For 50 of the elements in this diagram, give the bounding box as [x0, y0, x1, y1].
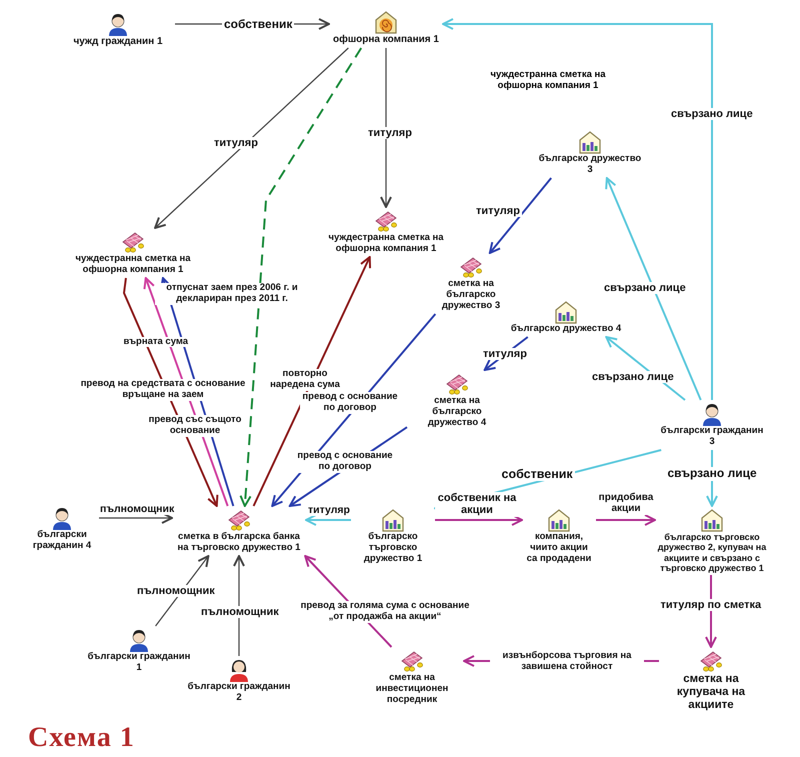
edge-label: пълномощник [98, 503, 176, 516]
arrow [154, 48, 349, 229]
edge-label: титуляр по сметка [658, 598, 764, 612]
edge-label: свързано лице [666, 467, 759, 481]
node-label: сметка на инвестиционен посредник [374, 673, 450, 706]
arrow [380, 48, 392, 208]
node-label: българско търговско дружество 2, купувач на акциите и свързано с търговско дружество 1 [657, 532, 767, 574]
node-label: сметка на българско дружество 3 [440, 279, 502, 312]
node-label: българско дружество 3 [538, 154, 642, 176]
edge-label: титуляр [212, 136, 260, 150]
edge-label: пълномощник [199, 606, 281, 618]
node-label: сметка в българска банка на търговско дружество 1 [176, 532, 302, 554]
node-label: български гражданин 1 [86, 652, 192, 674]
edge-label: собственик на акции [435, 492, 519, 517]
edge-label: свързано лице [602, 282, 688, 294]
edge-label: свързано лице [669, 108, 755, 120]
arrow [252, 256, 372, 506]
node-label: чужд гражданин 1 [73, 36, 163, 48]
arrow [435, 514, 523, 526]
edge-label: превод на средствата с основание връщане на заем [78, 379, 248, 401]
edge-label: превод с основание по договор [300, 392, 400, 414]
arrow [240, 47, 362, 507]
edge-label: титуляр [481, 348, 529, 360]
edge-label: върната сума [122, 336, 190, 348]
node-label: български гражданин 2 [186, 682, 292, 704]
node-label: компания, чиито акции са продадени [526, 532, 592, 565]
node-label: чуждестранна сметка на офшорна компания 1 [327, 233, 445, 255]
node-label: български гражданин 4 [32, 530, 92, 552]
node-label: офшорна компания 1 [332, 34, 439, 46]
arrow [305, 514, 351, 526]
arrow [442, 18, 713, 400]
node-label: сметка на българско дружество 4 [426, 396, 488, 429]
node-label: чуждестранна сметка на офшорна компания 1 [74, 254, 192, 276]
edge-label: титуляр [306, 504, 352, 516]
arrow [596, 514, 656, 526]
edge-label: превод с основание по договор [295, 451, 395, 473]
arrow [488, 177, 552, 254]
node-label: българско дружество 4 [510, 324, 622, 335]
note-text: чуждестранна сметка на офшорна компания 1 [489, 68, 607, 92]
edge-label: собственик [500, 467, 575, 482]
arrow [605, 177, 702, 400]
node-label: българско търговско дружество 1 [362, 532, 424, 565]
edge-label: титуляр [366, 126, 414, 140]
edge-label: пълномощник [135, 584, 217, 598]
edge-label: свързано лице [590, 370, 676, 384]
arrow [233, 555, 245, 656]
node-label: български гражданин 3 [660, 426, 764, 448]
node-label: сметка на купувача на акциите [676, 673, 746, 713]
arrow [705, 575, 717, 648]
caption: Схема 1 [28, 722, 135, 754]
